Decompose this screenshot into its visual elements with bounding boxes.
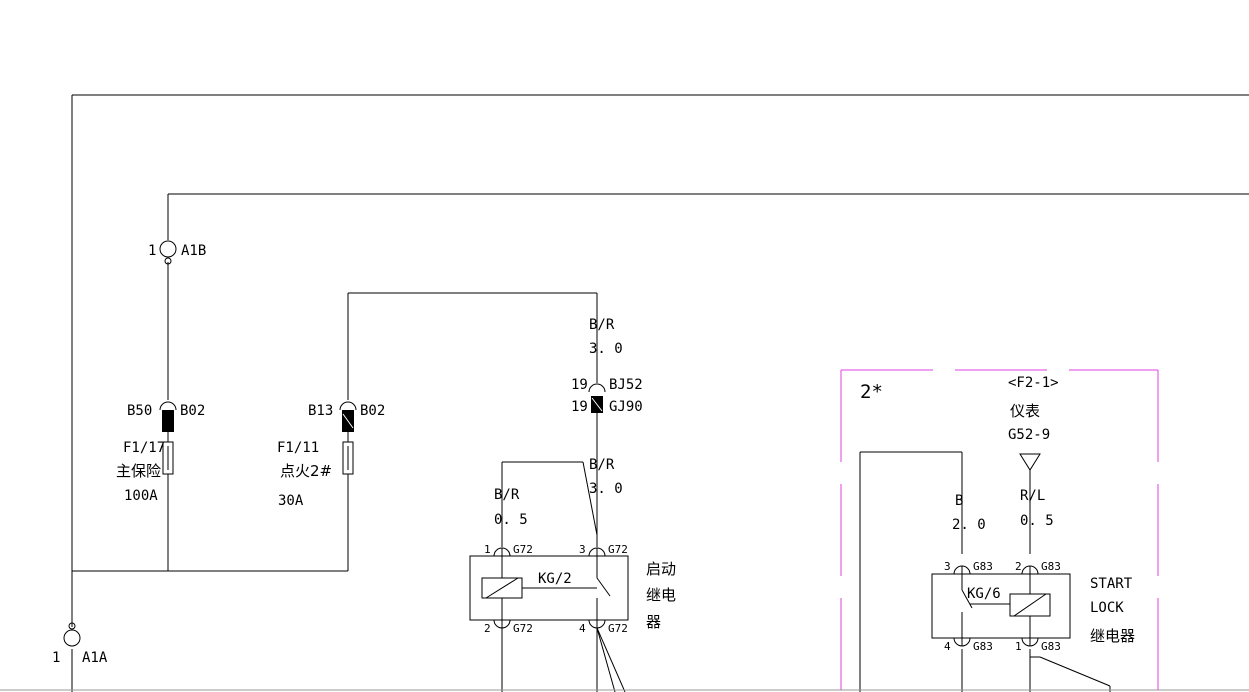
svg-text:G83: G83 bbox=[973, 640, 993, 653]
svg-text:R/L: R/L bbox=[1020, 488, 1045, 504]
svg-text:BJ52: BJ52 bbox=[609, 377, 643, 393]
wires bbox=[71, 94, 1249, 692]
svg-text:LOCK: LOCK bbox=[1090, 600, 1124, 616]
svg-text:KG/2: KG/2 bbox=[538, 571, 572, 587]
svg-text:主保险: 主保险 bbox=[116, 462, 161, 480]
svg-text:2: 2 bbox=[1015, 560, 1022, 573]
svg-text:0. 5: 0. 5 bbox=[494, 512, 528, 528]
svg-text:G83: G83 bbox=[1041, 560, 1061, 573]
svg-text:1: 1 bbox=[52, 650, 60, 666]
svg-text:KG/6: KG/6 bbox=[967, 586, 1001, 602]
option-boundary: 2* <F2-1> 仪表 G52-9 bbox=[840, 369, 1159, 692]
svg-text:GJ90: GJ90 bbox=[609, 399, 643, 415]
svg-text:继电器: 继电器 bbox=[1090, 627, 1135, 645]
fuse-main: B50 B02 F1/17 主保险 100A bbox=[116, 401, 205, 504]
svg-text:器: 器 bbox=[646, 613, 661, 631]
svg-text:3. 0: 3. 0 bbox=[589, 481, 623, 497]
wire-mid-label: B/R 3. 0 bbox=[589, 457, 623, 497]
svg-text:G72: G72 bbox=[608, 543, 628, 556]
svg-text:启动: 启动 bbox=[646, 560, 676, 578]
svg-text:100A: 100A bbox=[124, 488, 158, 504]
svg-text:A1A: A1A bbox=[82, 650, 108, 666]
svg-text:19: 19 bbox=[571, 377, 588, 393]
svg-text:3. 0: 3. 0 bbox=[589, 341, 623, 357]
wire-b-label: B 2. 0 bbox=[952, 493, 986, 533]
svg-text:0. 5: 0. 5 bbox=[1020, 513, 1054, 529]
svg-text:1: 1 bbox=[1015, 640, 1022, 653]
fuse-ignition: B13 B02 F1/11 点火2# 30A bbox=[277, 401, 385, 509]
svg-text:B: B bbox=[955, 493, 963, 509]
svg-text:B50: B50 bbox=[127, 403, 152, 419]
svg-text:B13: B13 bbox=[308, 403, 333, 419]
svg-text:G83: G83 bbox=[1041, 640, 1061, 653]
svg-text:A1B: A1B bbox=[181, 243, 206, 259]
svg-text:4: 4 bbox=[579, 622, 586, 635]
svg-text:B02: B02 bbox=[180, 403, 205, 419]
svg-text:B02: B02 bbox=[360, 403, 385, 419]
relay-kg2: 1 G72 3 G72 2 G72 4 G72 KG/2 启动 继电 器 bbox=[469, 543, 676, 635]
svg-text:START: START bbox=[1090, 576, 1133, 592]
terminal-triangle bbox=[1019, 453, 1041, 471]
wire-left-label: B/R 0. 5 bbox=[494, 487, 528, 528]
svg-text:G52-9: G52-9 bbox=[1008, 427, 1050, 443]
svg-text:2*: 2* bbox=[860, 381, 883, 403]
svg-text:19: 19 bbox=[571, 399, 588, 415]
svg-text:2: 2 bbox=[484, 622, 491, 635]
connector-a1b: 1 A1B bbox=[148, 240, 206, 265]
svg-text:点火2#: 点火2# bbox=[280, 462, 332, 480]
svg-text:G72: G72 bbox=[513, 543, 533, 556]
connector-a1a: 1 A1A bbox=[52, 622, 108, 666]
relay-kg6: 3 G83 2 G83 4 G83 1 G83 KG/6 START LOCK … bbox=[931, 560, 1135, 653]
svg-text:G72: G72 bbox=[608, 622, 628, 635]
svg-text:2. 0: 2. 0 bbox=[952, 517, 986, 533]
svg-text:G72: G72 bbox=[513, 622, 533, 635]
svg-text:F1/17: F1/17 bbox=[123, 440, 165, 456]
svg-text:继电: 继电 bbox=[646, 586, 676, 604]
svg-text:仪表: 仪表 bbox=[1010, 402, 1040, 420]
svg-text:4: 4 bbox=[944, 640, 951, 653]
svg-text:1: 1 bbox=[484, 543, 491, 556]
svg-text:<F2-1>: <F2-1> bbox=[1008, 375, 1059, 391]
wire-top-label: B/R 3. 0 bbox=[589, 317, 623, 357]
svg-text:1: 1 bbox=[148, 243, 156, 259]
connector-bj52-gj90: 19 BJ52 19 GJ90 bbox=[571, 377, 643, 415]
wire-rl-label: R/L 0. 5 bbox=[1020, 488, 1054, 529]
svg-text:30A: 30A bbox=[278, 493, 304, 509]
svg-text:B/R: B/R bbox=[494, 487, 520, 503]
svg-text:F1/11: F1/11 bbox=[277, 440, 319, 456]
svg-text:B/R: B/R bbox=[589, 317, 615, 333]
svg-text:G83: G83 bbox=[973, 560, 993, 573]
svg-text:3: 3 bbox=[579, 543, 586, 556]
svg-text:3: 3 bbox=[944, 560, 951, 573]
svg-text:B/R: B/R bbox=[589, 457, 615, 473]
